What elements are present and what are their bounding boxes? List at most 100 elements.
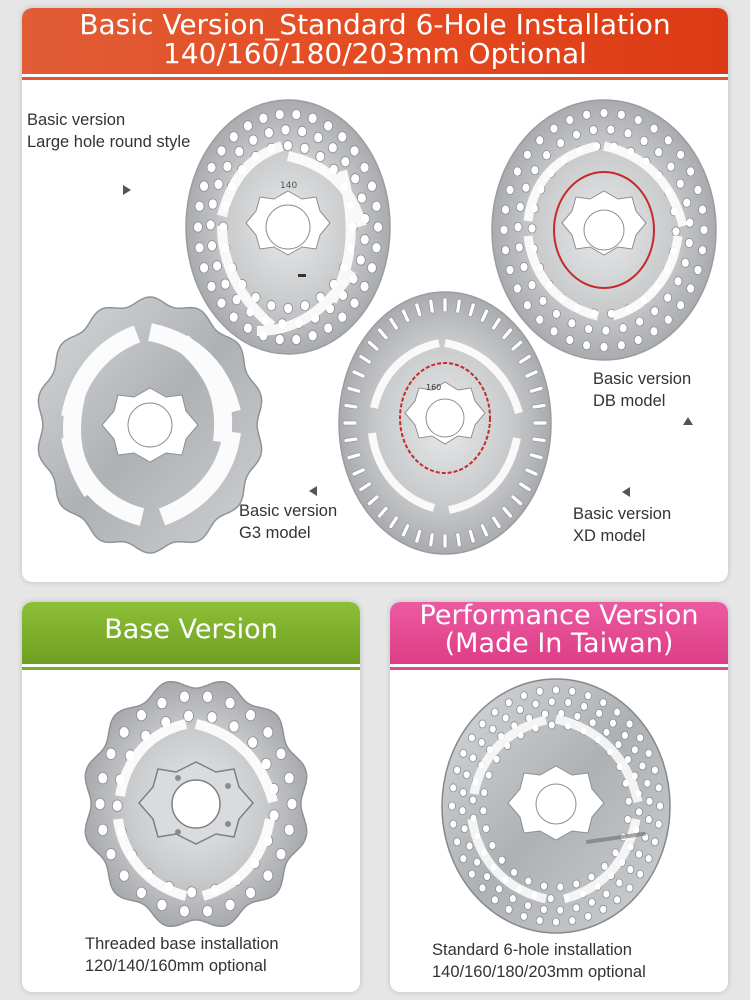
rotor-hole (676, 300, 686, 311)
rotor-hole (599, 904, 608, 914)
rotor-hole (513, 222, 523, 233)
rotor-hole (307, 112, 318, 124)
rotor-hole (556, 905, 565, 915)
rotor-hole (206, 280, 217, 293)
rotor-hole (207, 198, 218, 210)
rotor-hole (280, 124, 291, 136)
rotor-hole (616, 340, 626, 351)
rotor-hole (97, 823, 109, 836)
rotor-hole (202, 690, 213, 703)
rotor-hole (242, 322, 253, 334)
rotor-hole (179, 905, 190, 918)
rotor-hole (625, 883, 634, 893)
rotor-hole (247, 736, 259, 749)
rotor-slot (377, 327, 389, 340)
rotor-hole (602, 889, 611, 899)
rotor-hole (179, 690, 190, 703)
rotor-slot (358, 481, 372, 492)
rotor-slot (501, 506, 513, 519)
rotor-hole (349, 145, 360, 157)
rotor-hole (602, 727, 611, 737)
rotor-hole (582, 109, 592, 120)
rotor-hole (349, 297, 360, 309)
rotor-hole (600, 861, 609, 871)
rotor-hole (673, 276, 683, 287)
rotor-slot (367, 494, 380, 506)
rotor-hole (453, 837, 461, 847)
basic-version-panel: Basic Version_Standard 6-Hole Installati… (22, 8, 728, 582)
rotor-hole (462, 770, 471, 780)
rotor-hole (299, 142, 310, 154)
performance-version-banner: Performance Version (Made In Taiwan) (390, 602, 728, 670)
rotor-hole (645, 796, 654, 806)
rotor-hole (248, 134, 259, 146)
arrow-right-icon (123, 185, 131, 195)
rotor-hole (512, 166, 522, 177)
rotor-hole (488, 724, 497, 734)
rotor-hole (651, 765, 659, 775)
rotor-hole (527, 280, 537, 291)
rotor-hole (565, 115, 575, 126)
rotor-hole (663, 135, 673, 146)
rotor-hole (654, 819, 663, 829)
rotor-hole (367, 180, 377, 192)
rotor-round-style-image: 140 (185, 99, 391, 355)
rotor-hole (504, 698, 513, 708)
rotor-slot (518, 354, 532, 365)
rotor-hole (479, 806, 488, 816)
rotor-hole (111, 799, 123, 812)
rotor-hole (105, 848, 117, 861)
rotor-hole (199, 262, 209, 274)
rotor-hole (183, 709, 194, 722)
label-db-model: Basic version DB model (593, 370, 692, 410)
rotor-hole (521, 182, 531, 193)
rotor-hole (568, 916, 577, 925)
rotor-hole (501, 713, 510, 723)
rotor-hole (519, 911, 528, 921)
rotor-hole (266, 300, 277, 312)
rotor-hole (635, 849, 643, 859)
rotor-hole (572, 129, 581, 140)
rotor-hole (615, 878, 624, 888)
rotor-hole (262, 726, 274, 739)
rotor-slot (510, 494, 523, 506)
rotor-hole (449, 819, 458, 829)
rotor-hole (644, 854, 653, 864)
rotor-hole (651, 837, 659, 847)
rotor-hole (465, 841, 474, 851)
base-version-banner: Base Version (22, 602, 360, 670)
rotor-hole (587, 872, 596, 882)
rotor-hole (448, 801, 456, 811)
rotor-hole (459, 788, 468, 797)
rotor-hole (484, 770, 493, 780)
rotor-hole (186, 886, 198, 899)
rotor-hole (482, 824, 490, 834)
rotor-hole (505, 184, 515, 195)
rotor-xd-model-image: 160 (338, 291, 552, 555)
rotor-size-mark: 160 (426, 383, 441, 392)
rotor-slot (501, 327, 513, 340)
rotor-hole (549, 326, 559, 337)
rotor-hole (556, 138, 566, 149)
rotor-slot (414, 529, 422, 544)
rotor-hole (568, 687, 577, 696)
rotor-hole (205, 219, 216, 231)
rotor-hole (460, 824, 469, 834)
rotor-hole (613, 707, 622, 717)
rotor-hole (649, 123, 659, 134)
rotor-slot (401, 523, 410, 538)
rotor-hole (684, 238, 694, 249)
rotor-slot (351, 467, 366, 477)
rotor-hole (483, 872, 491, 882)
rotor-hole (676, 149, 686, 160)
rotor-hole (524, 876, 533, 886)
rotor-slot (524, 467, 539, 477)
rotor-slot (468, 302, 476, 317)
rotor-hole (459, 748, 468, 758)
rotor-hole (556, 882, 565, 892)
rotor-hole (515, 201, 525, 212)
rotor-hole (478, 719, 487, 729)
rotor-slot (529, 452, 544, 460)
rotor-slot (342, 420, 358, 426)
rotor-slot (531, 403, 547, 410)
